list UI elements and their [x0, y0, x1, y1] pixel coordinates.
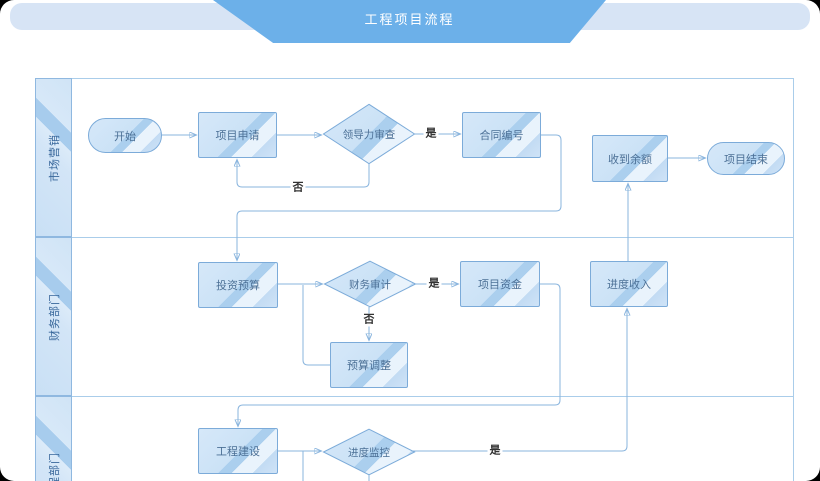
lane-right-border [793, 78, 794, 481]
node-budget-adjustment[interactable]: 预算调整 [330, 342, 408, 388]
node-label: 收到余额 [608, 153, 652, 166]
lane-divider [35, 396, 793, 397]
lane-top-border [35, 78, 793, 79]
diamond-outline [323, 104, 415, 164]
node-label: 工程建设 [216, 446, 260, 458]
lane-divider [35, 237, 793, 238]
node-label: 财务审计 [349, 278, 391, 291]
node-start[interactable]: 开始 [88, 118, 162, 153]
node-label: 项目申请 [215, 130, 260, 142]
edge-label-yes: 是 [487, 444, 503, 458]
node-construction[interactable]: 工程建设 [198, 428, 278, 474]
node-label: 投资预算 [216, 280, 260, 292]
node-label: 项目结束 [724, 153, 768, 166]
node-label: 项目资金 [478, 279, 522, 291]
node-label: 合同编号 [479, 130, 524, 142]
lane-header-finance[interactable]: 财务部门 [35, 237, 72, 396]
banner-trapezoid [213, 0, 606, 43]
edge-label-no: 否 [361, 313, 377, 327]
edge-label-no: 否 [290, 181, 306, 195]
node-leadership-review[interactable]: 领导力审查 [323, 104, 415, 164]
node-project-end[interactable]: 项目结束 [707, 142, 785, 175]
lane-header-marketing[interactable]: 市场营销 [35, 78, 72, 237]
node-label: 进度监控 [348, 446, 390, 459]
node-receive-balance[interactable]: 收到余额 [592, 135, 668, 182]
page-title: 工程项目流程 [364, 12, 455, 27]
diamond-outline [323, 429, 415, 475]
node-project-funds[interactable]: 项目资金 [460, 261, 540, 307]
node-investment-budget[interactable]: 投资预算 [198, 262, 278, 308]
node-progress-income[interactable]: 进度收入 [590, 261, 668, 307]
node-contract-number[interactable]: 合同编号 [462, 112, 541, 158]
diamond-outline [324, 261, 416, 307]
node-financial-audit[interactable]: 财务审计 [324, 261, 416, 307]
node-progress-monitoring[interactable]: 进度监控 [323, 429, 415, 475]
node-label: 进度收入 [607, 279, 651, 291]
edge-label-yes: 是 [426, 277, 442, 291]
node-project-application[interactable]: 项目申请 [198, 112, 277, 158]
edge-label-yes: 是 [423, 127, 439, 141]
node-label: 预算调整 [347, 360, 391, 372]
lane-header-engineering[interactable]: 工程部门 [35, 396, 72, 481]
node-label: 领导力审查 [342, 128, 396, 141]
node-label: 开始 [114, 130, 136, 143]
